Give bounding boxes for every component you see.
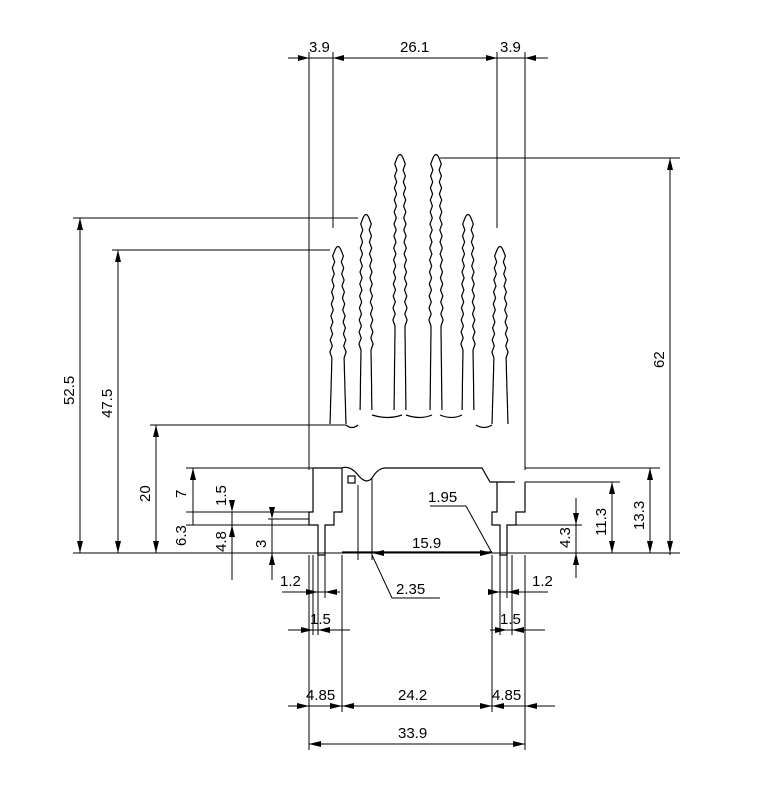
label-right-13-3: 13.3 (631, 501, 648, 530)
label-top-center: 26.1 (400, 39, 429, 56)
label-bottom-left-4-85: 4.85 (306, 687, 335, 704)
label-bottom-right-4-85: 4.85 (492, 687, 521, 704)
label-height-7: 7 (173, 490, 190, 498)
label-right-1-5: 1.5 (500, 611, 521, 628)
right-base-wall (491, 482, 526, 556)
fins-group (329, 153, 509, 425)
label-left-1-5: 1.5 (310, 611, 331, 628)
dimension-lines (73, 52, 680, 750)
dimension-labels: 3.9 26.1 3.9 62 52.5 47.5 20 7 1.5 6.3 4… (61, 39, 668, 742)
fin-2 (358, 213, 374, 411)
fin-6 (491, 245, 509, 425)
label-right-4-3: 4.3 (557, 527, 574, 548)
label-overall-width: 33.9 (398, 725, 427, 742)
fin-1 (329, 245, 347, 425)
label-right-1-2: 1.2 (532, 573, 553, 590)
fin-4 (428, 153, 444, 410)
label-mid-2-35: 2.35 (396, 581, 425, 598)
label-right-11-3: 11.3 (593, 508, 610, 536)
label-right-1-95: 1.95 (428, 489, 457, 506)
label-height-outer-fins: 52.5 (61, 376, 78, 405)
label-height-1-5: 1.5 (213, 485, 230, 506)
label-height-base-left: 20 (137, 485, 154, 502)
fin-3 (392, 153, 408, 410)
label-height-total: 62 (651, 351, 668, 368)
label-mid-15-9: 15.9 (412, 535, 441, 552)
heatsink-outline (308, 153, 526, 556)
label-top-right-gap: 3.9 (500, 39, 521, 56)
label-left-1-2: 1.2 (280, 573, 301, 590)
label-height-3: 3 (253, 540, 270, 548)
fin-5 (460, 213, 476, 411)
label-height-second-fins: 47.5 (99, 389, 116, 418)
base-plate-top-edge (313, 466, 515, 483)
label-height-4-8: 4.8 (213, 531, 230, 552)
label-bottom-center-24-2: 24.2 (398, 687, 427, 704)
label-height-6-3: 6.3 (173, 525, 190, 546)
reference-square (347, 475, 356, 484)
label-top-left-gap: 3.9 (309, 39, 330, 56)
left-base-wall (308, 468, 343, 556)
fin-root-arcs (345, 414, 493, 429)
